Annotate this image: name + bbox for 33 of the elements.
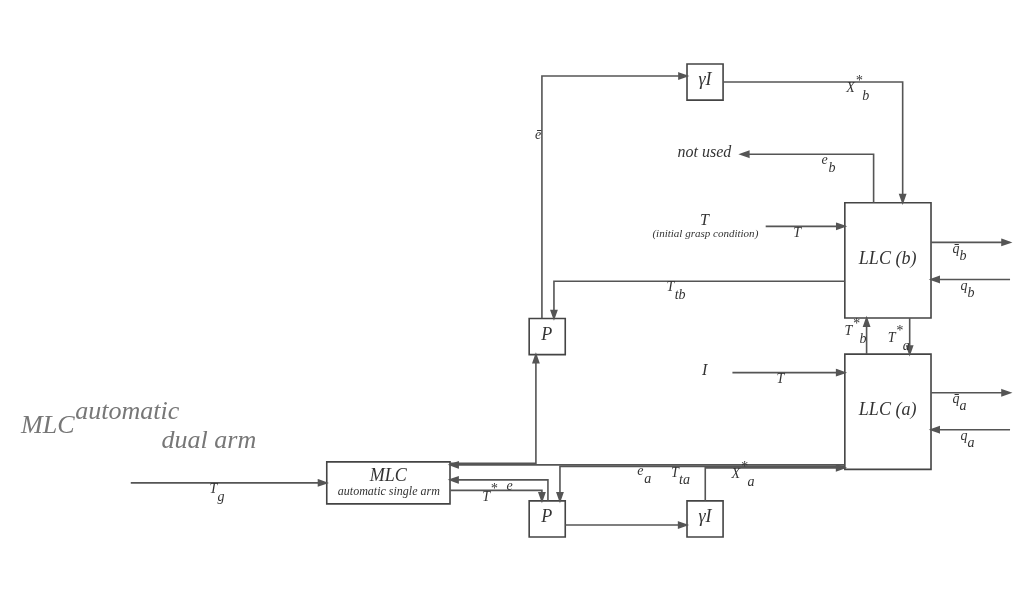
node-box: MLC automatic single arm <box>325 461 451 505</box>
arrow <box>129 478 329 487</box>
arrow <box>540 72 689 320</box>
node-text: I <box>701 361 707 379</box>
arrow <box>449 489 546 504</box>
arrow <box>929 388 1012 397</box>
node-box: LLC (a) <box>843 353 932 471</box>
node-box: P <box>527 317 566 356</box>
arrow <box>731 368 847 377</box>
arrow <box>564 521 689 529</box>
arrow <box>703 463 847 502</box>
arrow <box>447 460 845 469</box>
edge-label: e <box>505 478 513 494</box>
node-box: γI <box>685 63 724 101</box>
edge-label: ē <box>534 126 541 142</box>
node-text: not used <box>676 143 731 160</box>
arrow <box>555 465 845 504</box>
arrow <box>764 222 847 231</box>
edge-label: T <box>776 370 784 386</box>
arrow <box>447 475 549 502</box>
arrow <box>549 280 845 321</box>
arrow <box>928 275 1011 284</box>
edge-label: T <box>792 224 801 240</box>
arrow <box>722 81 907 205</box>
node-box: P <box>527 500 566 538</box>
arrow <box>448 352 540 465</box>
arrow <box>737 150 874 204</box>
node-box: γI <box>685 500 724 538</box>
node-box: LLC (b) <box>843 202 932 319</box>
arrow <box>862 315 871 355</box>
node-text: T (initial grasp condition) <box>651 210 758 239</box>
arrow <box>928 425 1011 434</box>
arrow <box>929 238 1012 247</box>
